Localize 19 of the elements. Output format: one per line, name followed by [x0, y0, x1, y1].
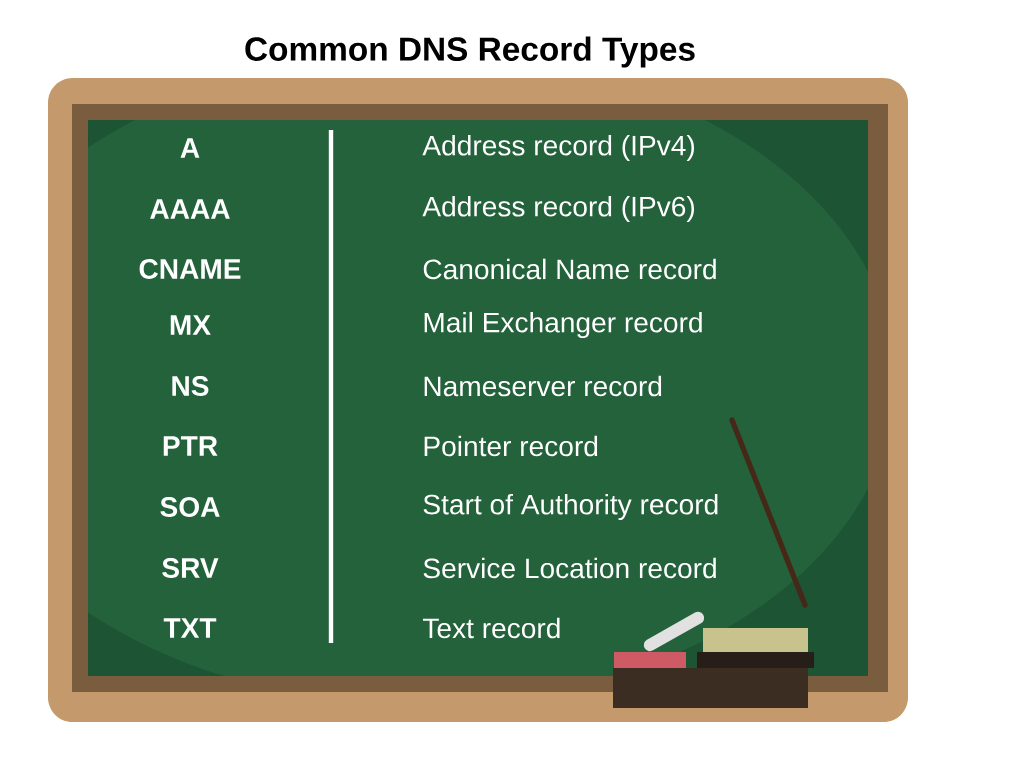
record-type: NS [172, 376, 209, 396]
record-description: Pointer record [424, 435, 598, 457]
title: Common DNS Record Types [245, 36, 695, 68]
record-description: Start of Authority record [423, 493, 718, 521]
record-type: PTR [163, 436, 218, 456]
record-type: A [180, 138, 200, 158]
record-type: MX [170, 315, 211, 335]
record-type: CNAME [139, 259, 241, 279]
record-type: SRV [162, 558, 219, 578]
record-type: TXT [163, 618, 217, 638]
record-description: Nameserver record [424, 375, 662, 397]
record-type: AAAA [150, 199, 230, 219]
record-description: Mail Exchanger record [424, 311, 702, 339]
record-description: Address record (IPv6) [422, 195, 694, 223]
record-description: Service Location record [423, 557, 716, 579]
record-description: Canonical Name record [423, 258, 716, 280]
record-type: SOA [160, 497, 220, 517]
record-description: Address record (IPv4) [422, 134, 694, 162]
record-description: Text record [423, 617, 560, 639]
